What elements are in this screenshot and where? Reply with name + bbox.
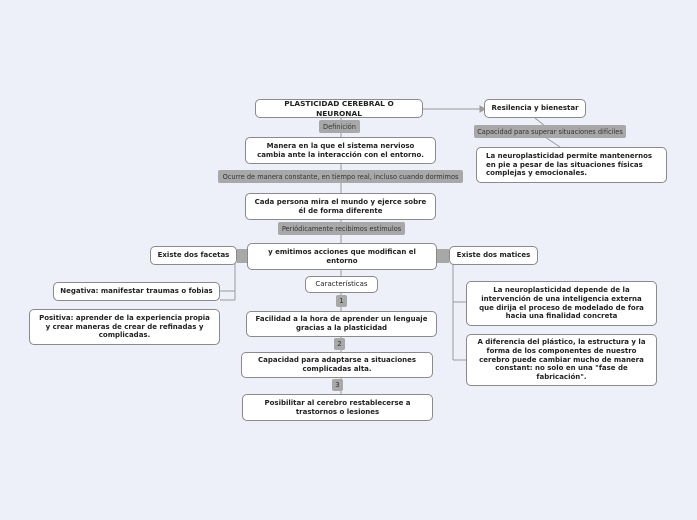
facet-positive[interactable]: Positiva: aprender de la experiencia pro… xyxy=(29,309,220,345)
definition-label[interactable]: Definición xyxy=(319,120,360,133)
occurs-label[interactable]: Ocurre de manera constante, en tiempo re… xyxy=(218,170,463,183)
characteristic-1[interactable]: Facilidad a la hora de aprender un lengu… xyxy=(246,311,437,337)
resilience-label[interactable]: Capacidad para superar situaciones difíc… xyxy=(474,125,626,138)
characteristics-topic[interactable]: Características xyxy=(305,276,378,293)
resilience-text[interactable]: La neuroplasticidad permite mantenernos … xyxy=(476,147,667,183)
characteristic-2[interactable]: Capacidad para adaptarse a situaciones c… xyxy=(241,352,433,378)
actions-text[interactable]: y emitimos acciones que modifican el ent… xyxy=(247,243,437,270)
nuance-first[interactable]: La neuroplasticidad depende de la interv… xyxy=(466,281,657,326)
step-3-badge: 3 xyxy=(332,379,343,391)
characteristic-3[interactable]: Posibilitar al cerebro restablecerse a t… xyxy=(242,394,433,421)
definition-text[interactable]: Manera en la que el sistema nervioso cam… xyxy=(245,137,436,164)
nuance-second[interactable]: A diferencia del plástico, la estructura… xyxy=(466,334,657,386)
nuances-topic[interactable]: Existe dos matices xyxy=(449,246,538,265)
step-1-badge: 1 xyxy=(336,295,347,307)
facet-negative[interactable]: Negativa: manifestar traumas o fobias xyxy=(53,282,220,301)
perception-text[interactable]: Cada persona mira el mundo y ejerce sobr… xyxy=(245,193,436,220)
root-topic[interactable]: PLASTICIDAD CEREBRAL O NEURONAL xyxy=(255,99,423,118)
step-2-badge: 2 xyxy=(334,338,345,350)
resilience-topic[interactable]: Resilencia y bienestar xyxy=(484,99,586,118)
periodic-label[interactable]: Periódicamente recibimos estímulos xyxy=(278,222,405,235)
facets-topic[interactable]: Existe dos facetas xyxy=(150,246,237,265)
